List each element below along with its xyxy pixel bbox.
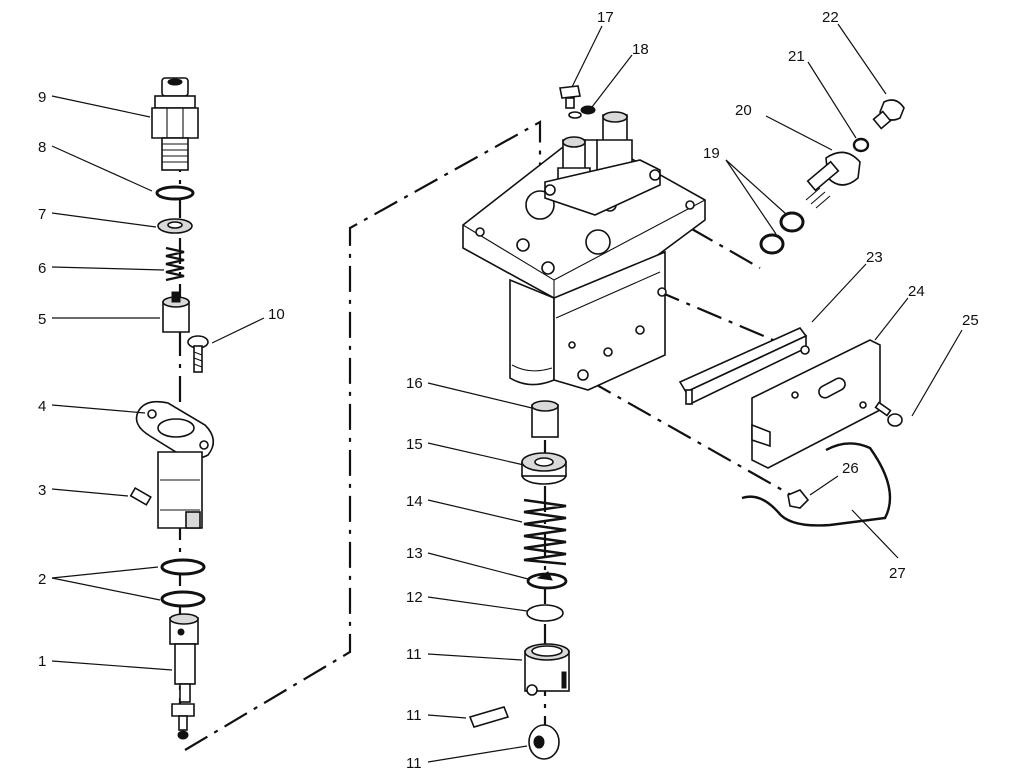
- spring-seat-upper: [521, 452, 567, 485]
- control-rack: [678, 327, 810, 406]
- o-ring-upper: [160, 558, 206, 576]
- bleed-screw: [559, 85, 581, 109]
- callout-5: 5: [38, 311, 46, 328]
- callout-24: 24: [908, 283, 925, 300]
- o-ring: [155, 185, 195, 201]
- callout-3: 3: [38, 482, 46, 499]
- callout-27: 27: [889, 565, 906, 582]
- tappet-roller: [528, 724, 560, 760]
- gasket: [157, 218, 193, 234]
- washer-inner: [779, 211, 805, 233]
- assembly-centerline: [184, 120, 542, 751]
- cover-screw: [874, 401, 903, 427]
- callout-14: 14: [406, 493, 423, 510]
- callout-15: 15: [406, 436, 423, 453]
- callout-1: 1: [38, 653, 46, 670]
- small-washer: [852, 137, 870, 153]
- callout-7: 7: [38, 206, 46, 223]
- callout-2: 2: [38, 571, 46, 588]
- callout-20: 20: [735, 102, 752, 119]
- callout-21: 21: [788, 48, 805, 65]
- tappet: [524, 643, 570, 696]
- callout-9: 9: [38, 89, 46, 106]
- callout-10: 10: [268, 306, 285, 323]
- callout-17: 17: [597, 9, 614, 26]
- wire-clip: [741, 442, 892, 527]
- plunger: [169, 613, 199, 740]
- plug: [787, 489, 810, 509]
- bleed-screw-washer: [580, 105, 596, 115]
- pump-housing: [462, 111, 706, 391]
- bleed-screw-washer-small: [568, 111, 582, 119]
- callout-16: 16: [406, 375, 423, 392]
- callout-19: 19: [703, 145, 720, 162]
- cap-screw: [872, 99, 905, 130]
- callout-26: 26: [842, 460, 859, 477]
- callout-6: 6: [38, 260, 46, 277]
- callout-11-roller: 11: [406, 755, 422, 772]
- plunger-barrel: [135, 400, 215, 529]
- screw: [187, 335, 209, 373]
- callout-11-pin: 11: [406, 707, 422, 724]
- delivery-valve-spring: [165, 246, 185, 282]
- washer-outer: [759, 233, 785, 255]
- callout-11-tappet: 11: [406, 646, 422, 663]
- pin: [129, 486, 152, 506]
- callout-labels: 1 2 3 4 5 6 7 8 9 10 11 11 11 12 13 14 1…: [38, 9, 979, 772]
- callout-8: 8: [38, 139, 46, 156]
- shim: [526, 604, 564, 622]
- callout-13: 13: [406, 545, 423, 562]
- delivery-valve: [162, 291, 190, 333]
- leader-lines: [51, 23, 963, 763]
- spring-seat-lower: [526, 571, 568, 590]
- tappet-guide: [531, 400, 559, 438]
- callout-18: 18: [632, 41, 649, 58]
- tappet-pin: [468, 706, 510, 728]
- plunger-spring: [523, 498, 567, 566]
- delivery-valve-holder: [151, 77, 199, 171]
- callout-22: 22: [822, 9, 839, 26]
- callout-25: 25: [962, 312, 979, 329]
- o-ring-lower: [160, 590, 206, 608]
- callout-4: 4: [38, 398, 46, 415]
- banjo-bolt: [805, 151, 861, 209]
- callout-12: 12: [406, 589, 423, 606]
- callout-23: 23: [866, 249, 883, 266]
